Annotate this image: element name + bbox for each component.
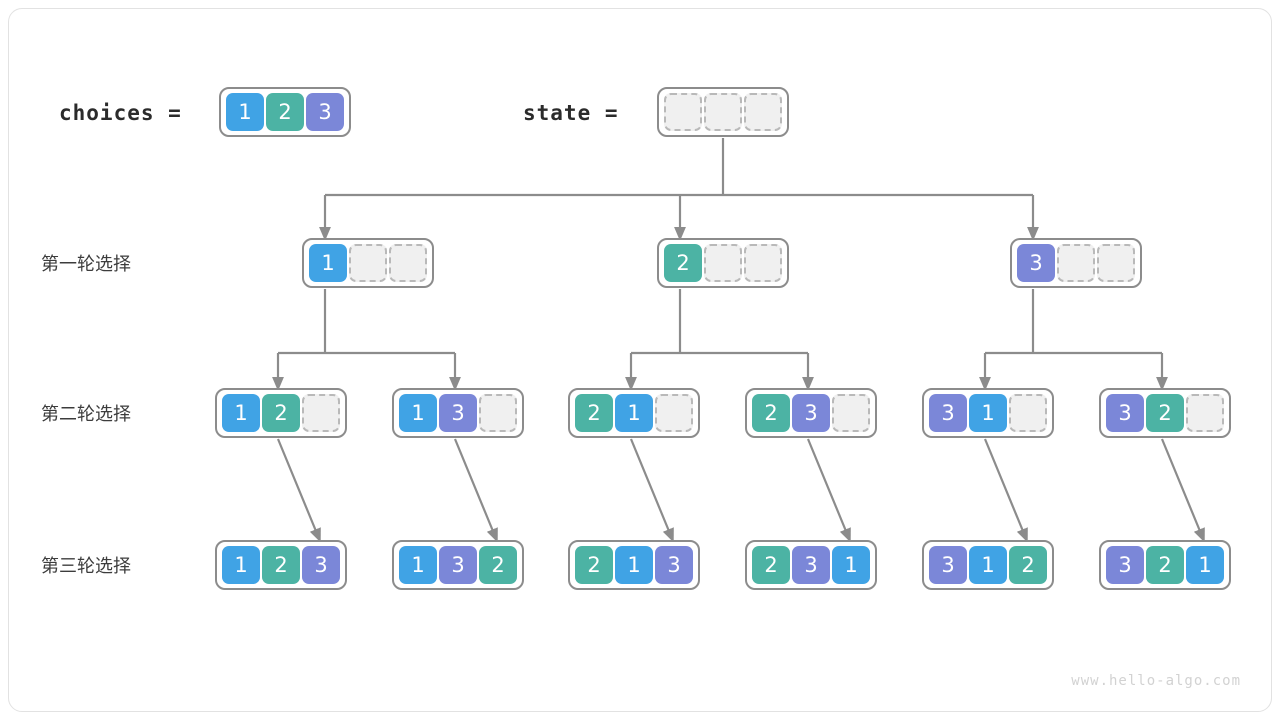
- watermark: www.hello-algo.com: [1071, 673, 1241, 689]
- r3g1-cell-0: 1: [222, 546, 260, 584]
- r1g3-cell-2: [1097, 244, 1135, 282]
- r2g3-cell-2: [655, 394, 693, 432]
- r2g6-cell-2: [1186, 394, 1224, 432]
- r1g3-cell-0: 3: [1017, 244, 1055, 282]
- state-group-r1-2: 2: [657, 238, 789, 288]
- choices-label: choices =: [59, 101, 182, 125]
- r1g1-cell-0: 1: [309, 244, 347, 282]
- state-cell-0: [664, 93, 702, 131]
- r3g5-cell-0: 3: [929, 546, 967, 584]
- r2g5-cell-1: 1: [969, 394, 1007, 432]
- state-label: state =: [523, 101, 619, 125]
- state-group-r1-1: 1: [302, 238, 434, 288]
- r3g2-cell-0: 1: [399, 546, 437, 584]
- r3g3-cell-1: 1: [615, 546, 653, 584]
- r2g6-cell-0: 3: [1106, 394, 1144, 432]
- r3g6-cell-0: 3: [1106, 546, 1144, 584]
- r3g1-cell-2: 3: [302, 546, 340, 584]
- r2g2-cell-2: [479, 394, 517, 432]
- state-group-r1-3: 3: [1010, 238, 1142, 288]
- r1g1-cell-1: [349, 244, 387, 282]
- r2g2-cell-0: 1: [399, 394, 437, 432]
- r3g6-cell-1: 2: [1146, 546, 1184, 584]
- r1g2-cell-0: 2: [664, 244, 702, 282]
- row-label-3: 第三轮选择: [41, 556, 131, 577]
- choices-cell-2: 3: [306, 93, 344, 131]
- r3g3-cell-0: 2: [575, 546, 613, 584]
- state-array: [657, 87, 789, 137]
- r1g2-cell-1: [704, 244, 742, 282]
- row-label-2: 第二轮选择: [41, 404, 131, 425]
- r2g1-cell-2: [302, 394, 340, 432]
- r3g4-cell-2: 1: [832, 546, 870, 584]
- r2g4-cell-2: [832, 394, 870, 432]
- r1g1-cell-2: [389, 244, 427, 282]
- r3g2-cell-2: 2: [479, 546, 517, 584]
- r2g4-cell-0: 2: [752, 394, 790, 432]
- r2g3-cell-0: 2: [575, 394, 613, 432]
- r1g3-cell-1: [1057, 244, 1095, 282]
- r2g2-cell-1: 3: [439, 394, 477, 432]
- state-cell-2: [744, 93, 782, 131]
- r3g5-cell-1: 1: [969, 546, 1007, 584]
- r3g4-cell-0: 2: [752, 546, 790, 584]
- connector-lines: [272, 138, 1205, 543]
- r2g5-cell-2: [1009, 394, 1047, 432]
- r3g5-cell-2: 2: [1009, 546, 1047, 584]
- r3g2-cell-1: 3: [439, 546, 477, 584]
- r2g4-cell-1: 3: [792, 394, 830, 432]
- row-label-1: 第一轮选择: [41, 254, 131, 275]
- r3g1-cell-1: 2: [262, 546, 300, 584]
- r1g2-cell-2: [744, 244, 782, 282]
- r2g3-cell-1: 1: [615, 394, 653, 432]
- state-cell-1: [704, 93, 742, 131]
- choices-cell-1: 2: [266, 93, 304, 131]
- r3g6-cell-2: 1: [1186, 546, 1224, 584]
- r2g1-cell-1: 2: [262, 394, 300, 432]
- r2g1-cell-0: 1: [222, 394, 260, 432]
- r3g4-cell-1: 3: [792, 546, 830, 584]
- r2g6-cell-1: 2: [1146, 394, 1184, 432]
- r3g3-cell-2: 3: [655, 546, 693, 584]
- r2g5-cell-0: 3: [929, 394, 967, 432]
- choices-cell-0: 1: [226, 93, 264, 131]
